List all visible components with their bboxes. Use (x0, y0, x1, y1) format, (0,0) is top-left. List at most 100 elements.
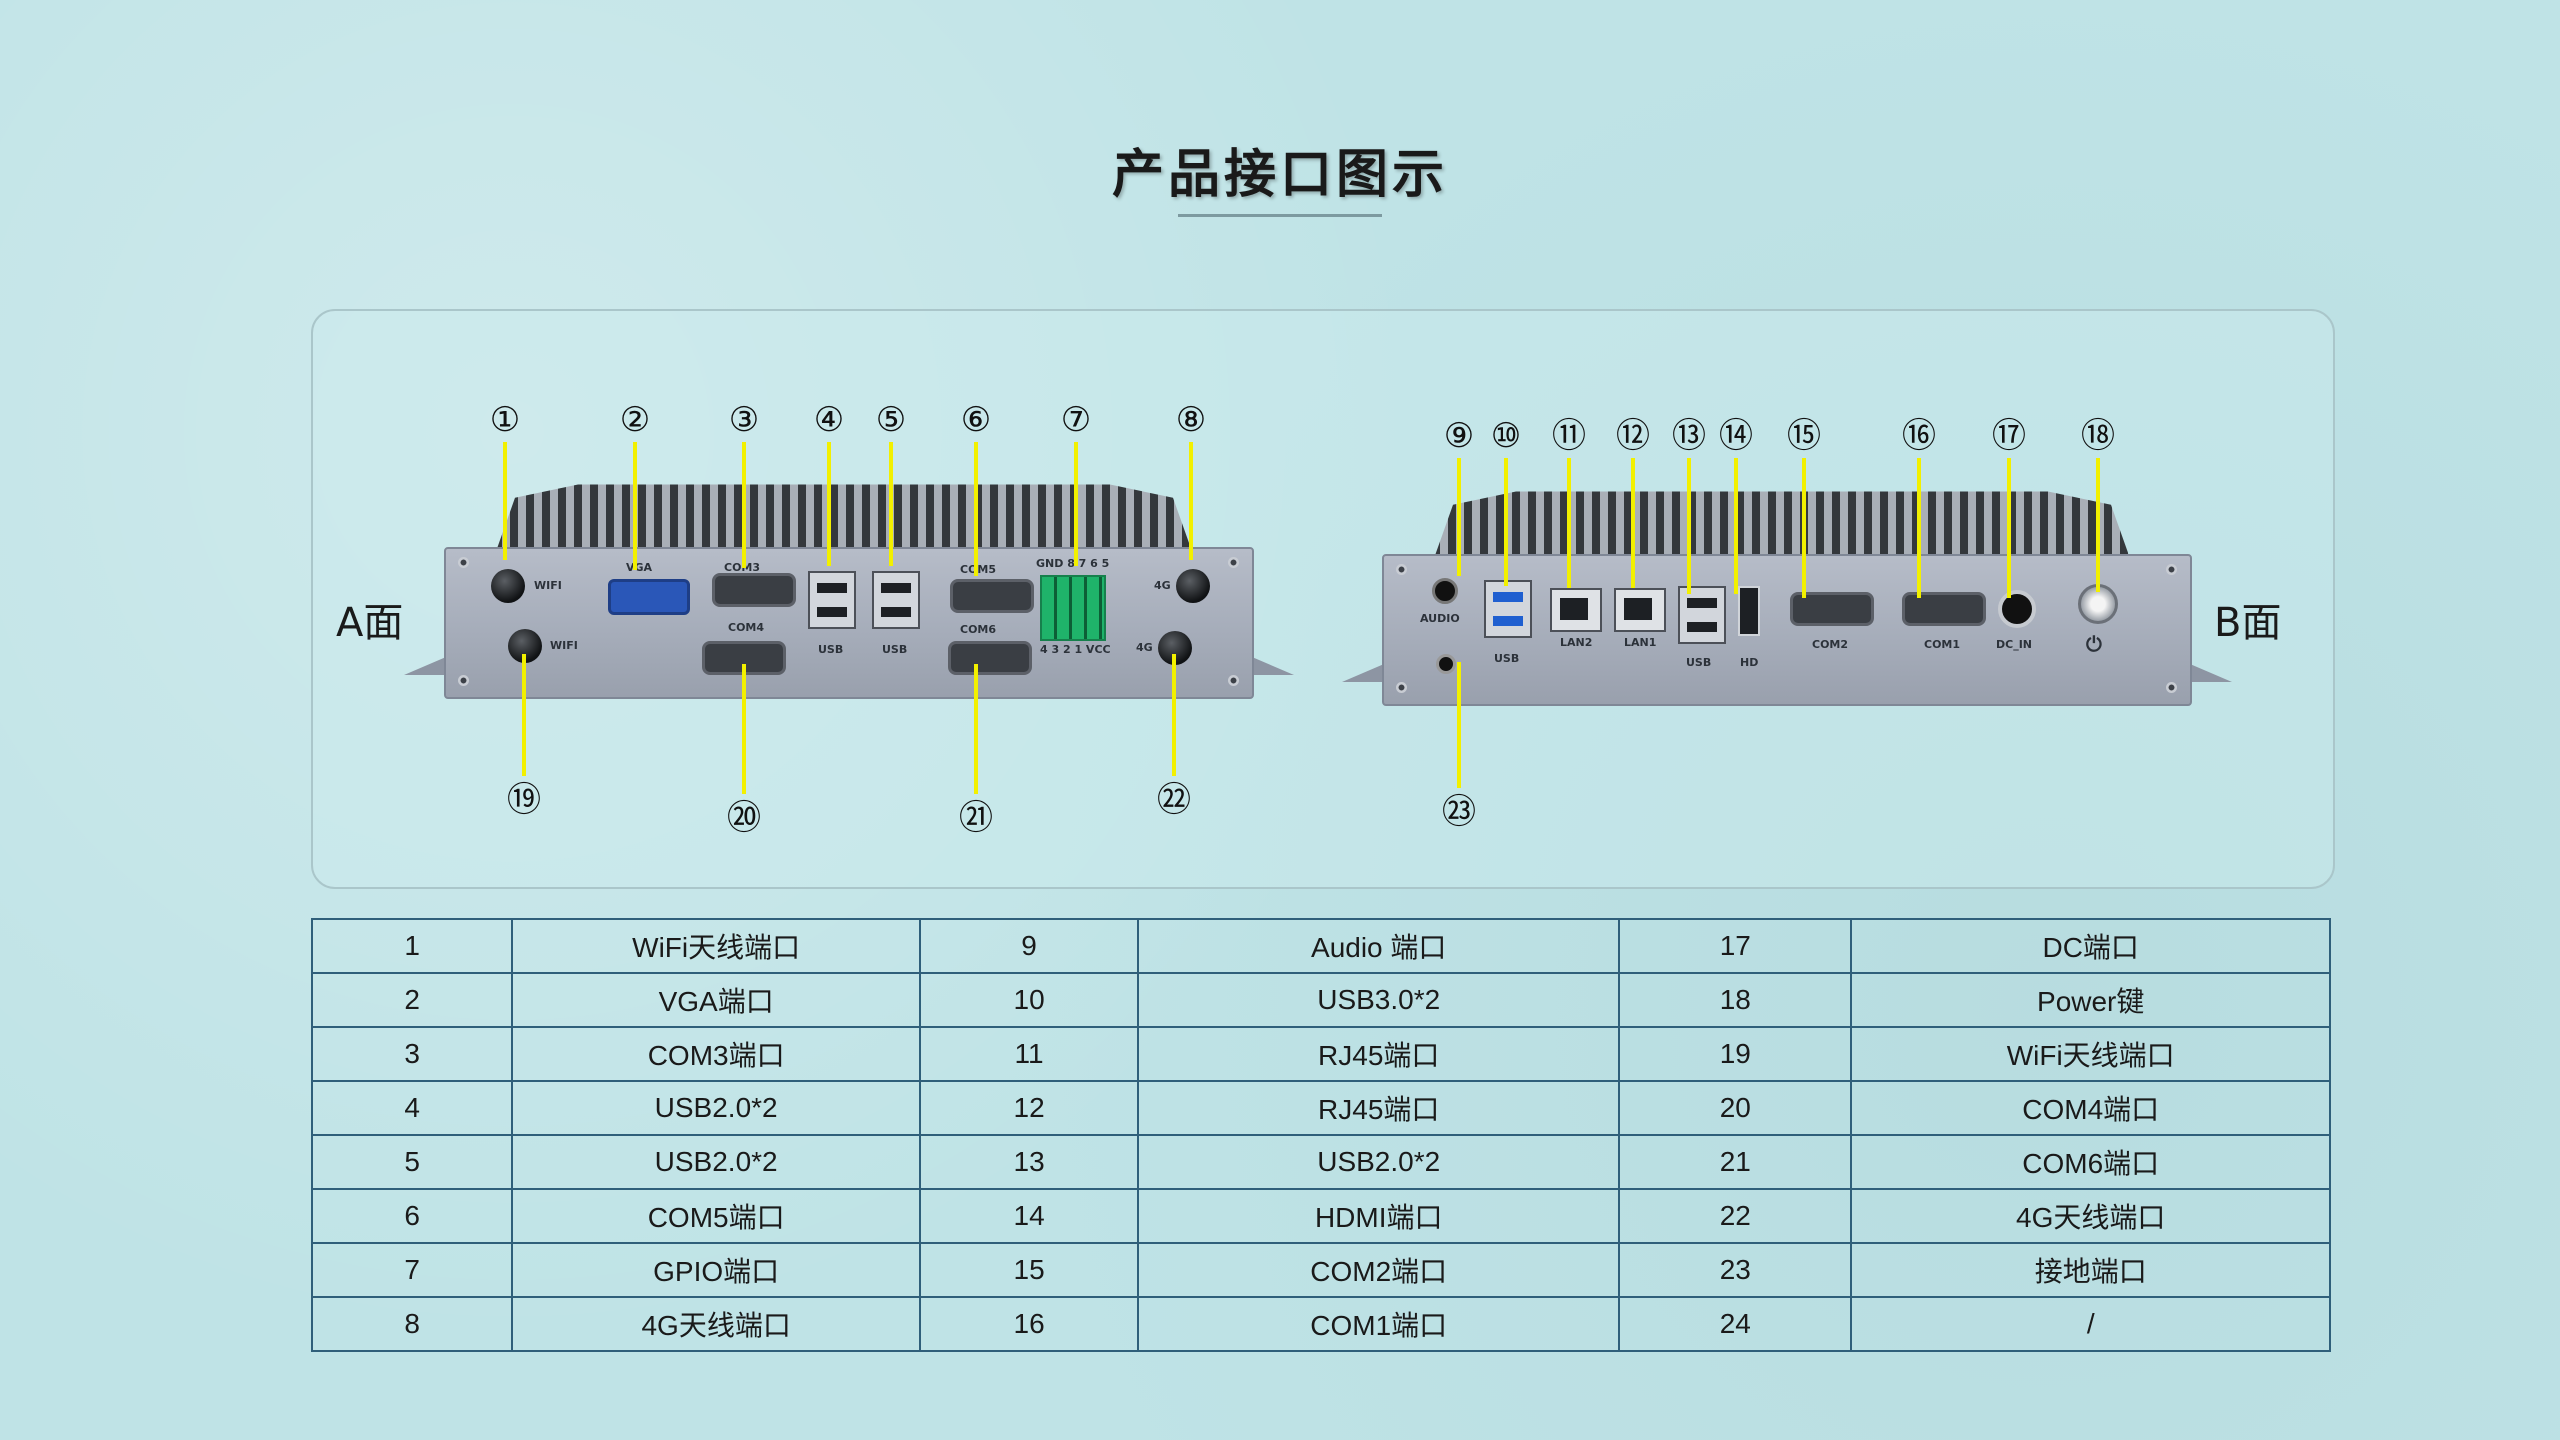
title-underline (1178, 214, 1382, 217)
table-cell: 1 (310, 918, 514, 974)
device-b-face: AUDIO USB LAN2 LAN1 USB HD COM2 COM1 DC_… (1342, 490, 2232, 706)
table-cell: 10 (918, 972, 1140, 1028)
callout-line-10 (1504, 458, 1508, 586)
callout-3: ③ (728, 400, 760, 440)
table-cell: 4G天线端口 (1850, 1188, 2331, 1244)
table-cell: 6 (310, 1188, 514, 1244)
screw (2166, 682, 2177, 693)
screw (458, 557, 469, 568)
rear-panel: AUDIO USB LAN2 LAN1 USB HD COM2 COM1 DC_… (1382, 554, 2192, 706)
vga-port[interactable] (608, 579, 690, 615)
callout-6: ⑥ (960, 400, 992, 440)
usb3-port[interactable] (1484, 580, 1532, 638)
table-row: 2 VGA端口 10 USB3.0*2 18 Power键 (310, 972, 2331, 1028)
callout-line-5 (889, 442, 893, 566)
audio-port[interactable] (1432, 578, 1458, 604)
callout-line-14 (1734, 458, 1738, 594)
usb2-port-5[interactable] (872, 571, 920, 629)
port-spec-table-body: 1 WiFi天线端口 9 Audio 端口 17 DC端口 2 VGA端口 10… (310, 918, 2331, 1352)
callout-19: ⑲ (507, 780, 541, 820)
table-cell: 5 (310, 1134, 514, 1190)
dc-in-port[interactable] (1998, 590, 2036, 628)
table-cell: 20 (1618, 1080, 1853, 1136)
table-cell: / (1850, 1296, 2331, 1352)
callout-line-9 (1457, 458, 1461, 576)
device-a-face: WIFI WIFI VGA COM3 COM4 USB USB COM5 COM… (404, 483, 1294, 699)
callout-line-6 (974, 442, 978, 576)
callout-8: ⑧ (1175, 400, 1207, 440)
callout-line-8 (1189, 442, 1193, 560)
table-cell: RJ45端口 (1137, 1026, 1621, 1082)
table-cell: 23 (1618, 1242, 1853, 1298)
table-cell: USB2.0*2 (511, 1080, 921, 1136)
usb2-port-13[interactable] (1678, 586, 1726, 644)
audio-label: AUDIO (1420, 612, 1460, 625)
table-cell: 2 (310, 972, 514, 1028)
lan2-port[interactable] (1550, 588, 1602, 632)
lan1-port[interactable] (1614, 588, 1666, 632)
wifi-antenna-connector-1[interactable] (491, 569, 525, 603)
callout-line-22 (1172, 654, 1176, 776)
table-cell: RJ45端口 (1137, 1080, 1621, 1136)
wifi-label: WIFI (550, 639, 578, 652)
com6-label: COM6 (960, 623, 997, 636)
gpio-terminal[interactable] (1040, 575, 1106, 641)
table-cell: USB3.0*2 (1137, 972, 1621, 1028)
hd-label: HD (1740, 656, 1759, 669)
callout-line-11 (1567, 458, 1571, 588)
callout-line-2 (633, 442, 637, 570)
callout-5: ⑤ (875, 400, 907, 440)
table-cell: 11 (918, 1026, 1140, 1082)
callout-9: ⑨ (1443, 416, 1475, 456)
page-title: 产品接口图示 (1111, 145, 1448, 205)
callout-18: ⑱ (2081, 416, 2115, 456)
table-row: 7 GPIO端口 15 COM2端口 23 接地端口 (310, 1242, 2331, 1298)
wifi-label: WIFI (534, 579, 562, 592)
table-cell: Audio 端口 (1137, 918, 1621, 974)
com1-label: COM1 (1924, 638, 1961, 651)
hdmi-port[interactable] (1738, 586, 1760, 636)
4g-antenna-connector-8[interactable] (1176, 569, 1210, 603)
lan2-label: LAN2 (1560, 636, 1593, 649)
ground-screw-icon[interactable] (1436, 654, 1456, 674)
gpio-top-label: GND 8 7 6 5 (1036, 557, 1110, 570)
callout-20: ⑳ (727, 798, 761, 838)
table-cell: 9 (918, 918, 1140, 974)
callout-line-12 (1631, 458, 1635, 588)
heatsink-fins (494, 484, 1194, 557)
callout-11: ⑪ (1552, 416, 1586, 456)
table-cell: 12 (918, 1080, 1140, 1136)
table-row: 1 WiFi天线端口 9 Audio 端口 17 DC端口 (310, 918, 2331, 974)
table-cell: 19 (1618, 1026, 1853, 1082)
callout-line-23 (1457, 662, 1461, 788)
table-cell: COM1端口 (1137, 1296, 1621, 1352)
table-cell: 8 (310, 1296, 514, 1352)
screw (1228, 675, 1239, 686)
table-cell: 13 (918, 1134, 1140, 1190)
callout-23: ㉓ (1442, 792, 1476, 832)
table-cell: COM2端口 (1137, 1242, 1621, 1298)
callout-14: ⑭ (1719, 416, 1753, 456)
usb-label: USB (882, 643, 908, 656)
table-cell: 7 (310, 1242, 514, 1298)
callout-17: ⑰ (1992, 416, 2026, 456)
com3-port[interactable] (712, 573, 796, 607)
table-cell: Power键 (1850, 972, 2331, 1028)
table-cell: COM6端口 (1850, 1134, 2331, 1190)
table-cell: GPIO端口 (511, 1242, 921, 1298)
com2-label: COM2 (1812, 638, 1849, 651)
table-cell: HDMI端口 (1137, 1188, 1621, 1244)
table-cell: 接地端口 (1850, 1242, 2331, 1298)
table-cell: 14 (918, 1188, 1140, 1244)
callout-line-20 (742, 664, 746, 794)
heatsink-fins (1432, 491, 2132, 564)
com1-port[interactable] (1902, 592, 1986, 626)
callout-line-17 (2007, 458, 2011, 598)
com6-port[interactable] (948, 641, 1032, 675)
usb2-port-4[interactable] (808, 571, 856, 629)
screw (2166, 564, 2177, 575)
com5-port[interactable] (950, 579, 1034, 613)
table-cell: VGA端口 (511, 972, 921, 1028)
callout-line-16 (1917, 458, 1921, 598)
table-cell: 17 (1618, 918, 1853, 974)
